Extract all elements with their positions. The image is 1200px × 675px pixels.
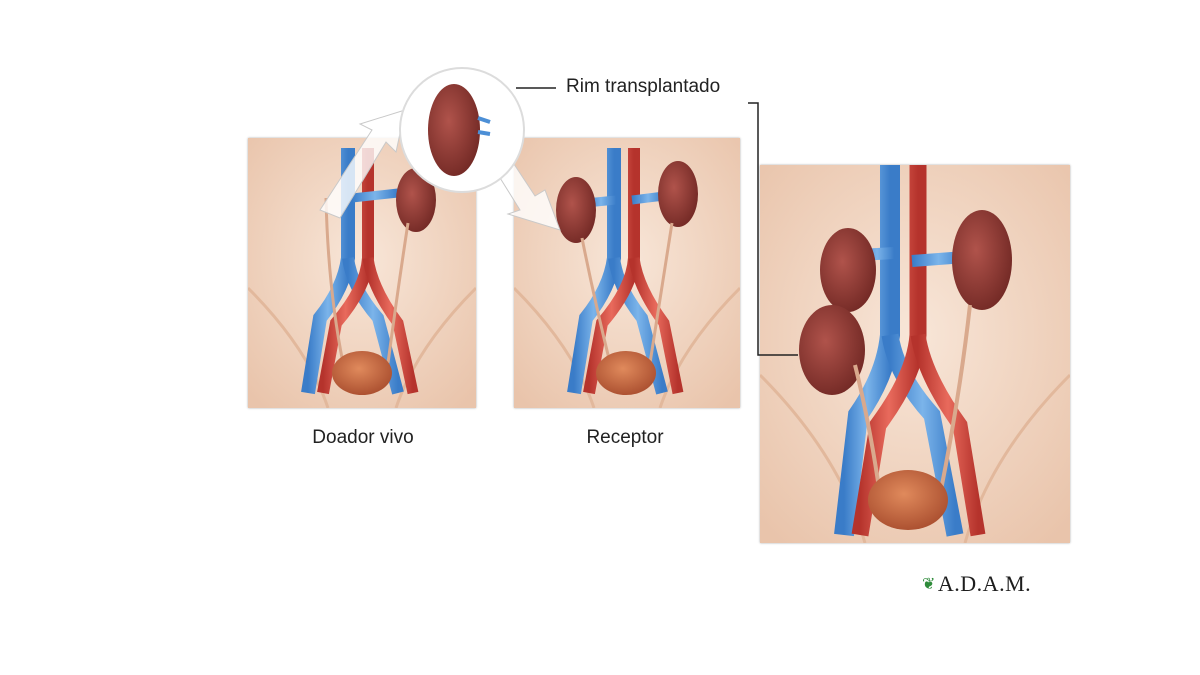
recipient-caption: Receptor [586,427,664,448]
transplanted-kidney [799,305,865,395]
transplanted-kidney-label: Rim transplantado [566,76,721,97]
callout-leader [748,102,798,356]
bladder [868,470,948,530]
kidney [556,177,596,243]
magnified-kidney [428,84,480,176]
adam-logo: ❦A.D.A.M. [922,571,1031,597]
transplant-result-illustration [760,165,1070,543]
recipient-illustration [514,138,740,408]
bladder [332,351,392,395]
logo-text: A.D.A.M. [937,571,1032,596]
kidney [820,228,876,312]
kidney [952,210,1012,310]
kidney [396,168,436,232]
donor-caption: Doador vivo [312,427,414,448]
leaf-icon: ❦ [922,576,936,593]
arrow-donor-to-kidney [319,109,406,219]
kidney [658,161,698,227]
bladder [596,351,656,395]
